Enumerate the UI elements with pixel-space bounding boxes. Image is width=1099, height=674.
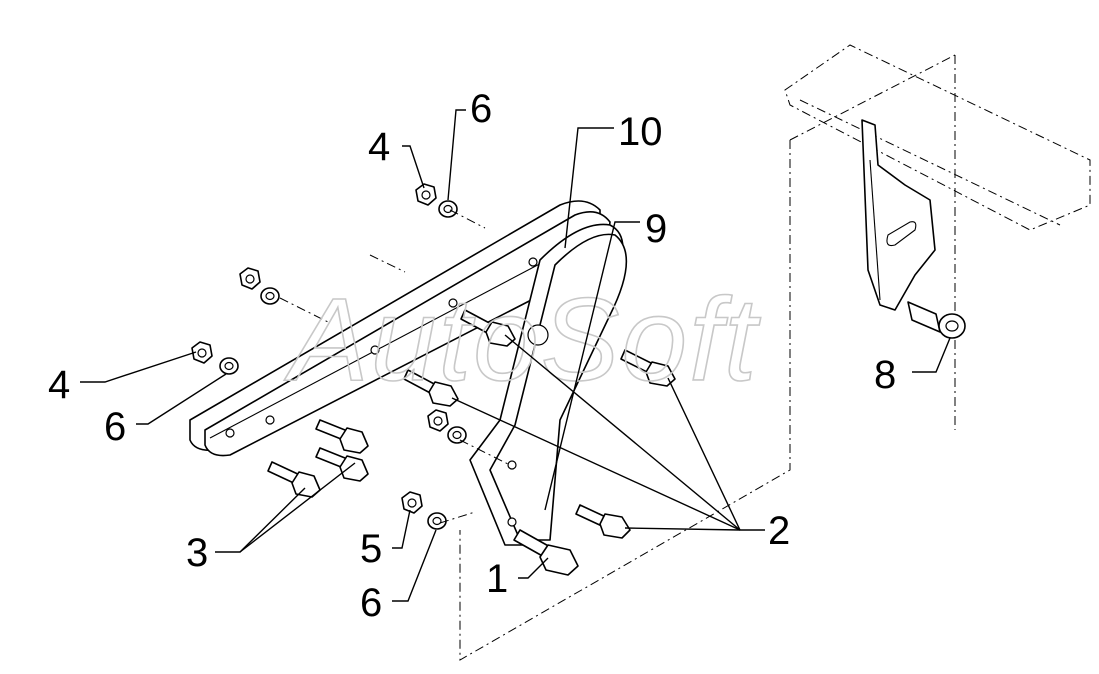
washer-part-6-top (438, 200, 458, 218)
bracket-plate-part-9 (469, 223, 628, 546)
callout-labels: 1 2 3 4 4 5 6 6 6 8 9 10 (48, 87, 896, 625)
callout-6-left: 6 (104, 405, 126, 449)
callout-4-left: 4 (48, 363, 70, 407)
bolt-part-2-a (575, 504, 631, 539)
frame-bracket (861, 119, 936, 311)
bolt-part-2-d (403, 369, 459, 407)
washer-unlabeled-a (260, 287, 280, 305)
callout-5: 5 (360, 527, 382, 571)
bolt-part-2-c (460, 309, 516, 347)
callout-8: 8 (874, 353, 896, 397)
callout-9: 9 (645, 207, 667, 251)
bolt-part-2-b (620, 349, 676, 387)
bolt-part-3-b (315, 447, 369, 482)
bolt-part-1 (513, 529, 579, 576)
watermark-text: AutoSoft (284, 274, 761, 406)
callout-2: 2 (768, 509, 790, 553)
assembly-centerlines (279, 209, 511, 524)
callout-6-top: 6 (470, 87, 492, 131)
callout-4-top: 4 (368, 125, 390, 169)
nut-unlabeled-b (427, 409, 449, 432)
nut-part-5 (401, 491, 423, 514)
nut-part-4-top (415, 183, 437, 206)
bolt-part-3-a (315, 419, 369, 454)
callout-1: 1 (486, 557, 508, 601)
callout-3: 3 (186, 531, 208, 575)
nut-part-4-left (191, 341, 213, 364)
nut-unlabeled-a (239, 267, 261, 290)
bushing-part-8 (907, 301, 966, 339)
washer-part-6-left (219, 357, 239, 375)
vehicle-frame-outline (459, 44, 1091, 661)
leader-lines (80, 109, 951, 602)
bolt-part-3-c (267, 461, 321, 498)
washer-part-6-bottom (427, 512, 447, 530)
callout-10: 10 (618, 110, 663, 154)
callout-6-bottom: 6 (360, 581, 382, 625)
bracket-arm-part-10 (189, 200, 611, 457)
washer-unlabeled-b (447, 426, 467, 444)
